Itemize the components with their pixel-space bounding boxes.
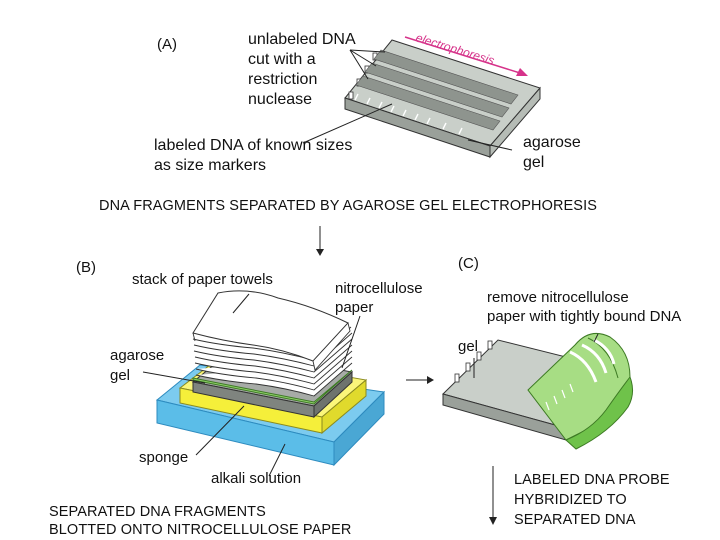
agarose-gel-label-b-2: gel xyxy=(110,367,131,384)
bound-dna-bands xyxy=(569,338,616,383)
alkali-solution-label: alkali solution xyxy=(211,470,302,487)
gel-wells-c xyxy=(454,340,493,383)
panel-c-caption-2: HYBRIDIZED TO xyxy=(514,492,627,508)
electrophoresis-arrow xyxy=(404,36,528,76)
pointer-lines-c xyxy=(473,333,599,378)
agarose-gel-label-a-2: gel xyxy=(523,154,545,171)
paper-towels-label: stack of paper towels xyxy=(132,271,273,288)
unlabeled-dna-label-4: nuclease xyxy=(248,91,313,108)
panel-c-caption-3: SEPARATED DNA xyxy=(514,512,636,528)
agarose-gel-label-a-1: agarose xyxy=(523,134,581,151)
agarose-gel-label-b-1: agarose xyxy=(110,347,165,364)
panel-a-caption: DNA FRAGMENTS SEPARATED BY AGAROSE GEL E… xyxy=(99,198,597,214)
pointer-lines-a xyxy=(302,49,513,151)
panel-a-letter: (A) xyxy=(157,36,177,53)
arrow-c-down xyxy=(489,466,497,525)
unlabeled-dna-label-2: cut with a xyxy=(248,51,316,68)
panel-c-letter: (C) xyxy=(458,255,479,272)
panel-b-caption-2: BLOTTED ONTO NITROCELLULOSE PAPER xyxy=(49,522,352,538)
panel-c-caption-1: LABELED DNA PROBE xyxy=(514,472,670,488)
remove-label-1: remove nitrocellulose xyxy=(487,289,629,306)
nitrocellulose-label-1: nitrocellulose xyxy=(335,280,423,297)
nitrocellulose-sheet xyxy=(527,332,634,450)
nitrocellulose-label-2: paper xyxy=(335,299,374,316)
dna-lanes xyxy=(355,49,519,131)
gel-label-c: gel xyxy=(458,338,479,355)
labeled-dna-label-2: as size markers xyxy=(154,157,267,174)
pointer-lines-b xyxy=(142,293,361,477)
arrow-b-to-c xyxy=(406,376,434,384)
labeled-dna-label-1: labeled DNA of known sizes xyxy=(154,137,353,154)
remove-label-2: paper with tightly bound DNA xyxy=(487,308,682,325)
arrow-a-to-b xyxy=(316,226,324,256)
unlabeled-dna-label-3: restriction xyxy=(248,71,318,88)
size-marker-bands xyxy=(354,93,463,135)
panel-b-letter: (B) xyxy=(76,259,96,276)
sponge-label: sponge xyxy=(139,449,189,466)
unlabeled-dna-label-1: unlabeled DNA xyxy=(248,31,356,48)
paper-towels-stack xyxy=(192,290,353,397)
panel-b-caption-1: SEPARATED DNA FRAGMENTS xyxy=(49,504,266,520)
